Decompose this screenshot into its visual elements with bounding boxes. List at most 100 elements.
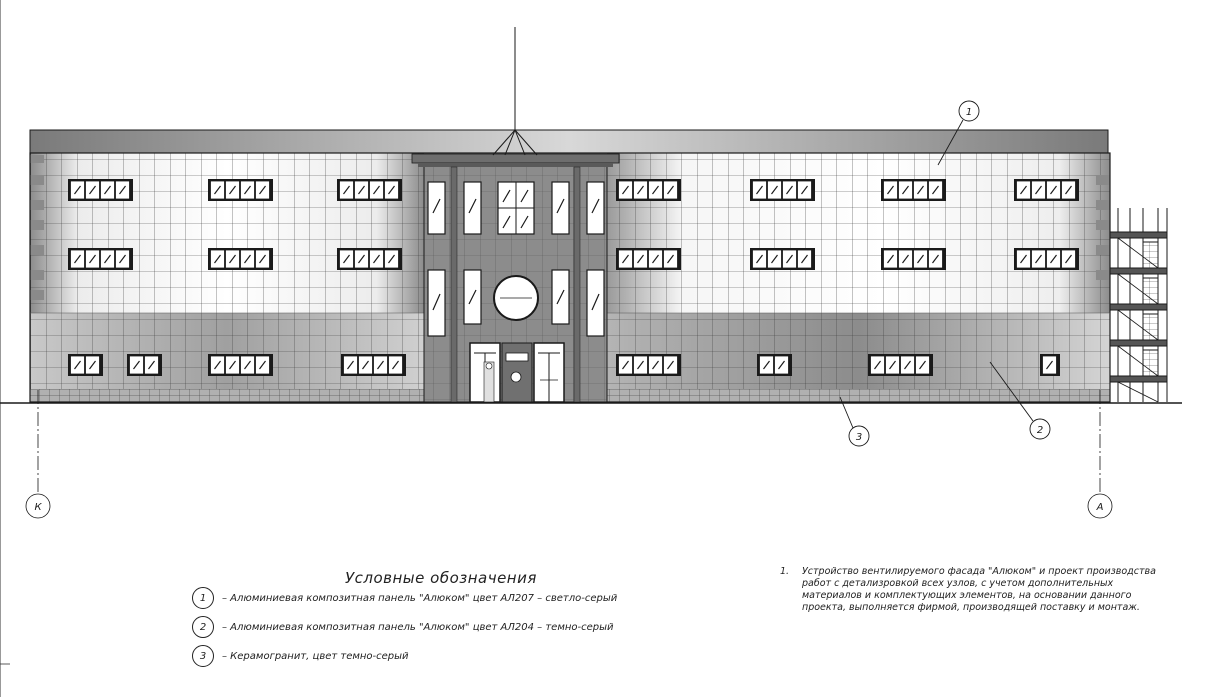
window-pane	[882, 249, 899, 269]
window-group	[68, 354, 103, 376]
window-pane	[897, 249, 914, 269]
legend-marker: 3	[192, 645, 214, 667]
window-pane	[751, 249, 768, 269]
window-pane	[1015, 180, 1032, 200]
legend-item: 2 – Алюминиевая композитная панель "Алюк…	[192, 615, 614, 639]
legend-title: Условные обозначения	[345, 569, 537, 587]
antenna	[492, 27, 538, 156]
window-pane	[796, 249, 813, 269]
window-pane	[897, 180, 914, 200]
window-pane	[69, 355, 86, 375]
window-pane	[368, 249, 385, 269]
window-group	[750, 248, 815, 270]
window-pane	[353, 180, 370, 200]
window-group	[341, 354, 406, 376]
window-pane	[239, 180, 256, 200]
axis-a	[1087, 390, 1113, 519]
window-group	[127, 354, 162, 376]
window-pane	[927, 249, 944, 269]
note-text: Устройство вентилируемого фасада "Алюком…	[802, 566, 1156, 613]
window-pane	[69, 180, 86, 200]
window-pane	[69, 249, 86, 269]
window-pane	[617, 249, 634, 269]
legend-text: – Керамогранит, цвет темно-серый	[222, 650, 409, 662]
window-pane	[357, 355, 374, 375]
window-pane	[387, 355, 404, 375]
window-pane	[647, 180, 664, 200]
window-pane	[914, 355, 931, 375]
window-group	[616, 248, 681, 270]
window-pane	[114, 249, 131, 269]
callout-3	[839, 396, 870, 447]
window-group	[337, 179, 402, 201]
window-pane	[899, 355, 916, 375]
axis-k	[25, 390, 51, 519]
callout-1-label: 1	[966, 107, 972, 118]
window-pane	[1045, 180, 1062, 200]
window-pane	[1060, 249, 1077, 269]
callout-1	[937, 100, 980, 166]
axis-k-label: К	[34, 502, 42, 513]
window-pane	[1045, 249, 1062, 269]
window-pane	[927, 180, 944, 200]
window-pane	[209, 355, 226, 375]
legend-item: 3 – Керамогранит, цвет темно-серый	[192, 644, 409, 668]
window-pane	[912, 249, 929, 269]
window-group	[1040, 354, 1060, 376]
window-group	[616, 354, 681, 376]
window-pane	[239, 355, 256, 375]
window-group	[881, 248, 946, 270]
legend-marker: 2	[192, 616, 214, 638]
window-pane	[1030, 180, 1047, 200]
window-pane	[1041, 355, 1058, 375]
window-pane	[99, 180, 116, 200]
window-group	[868, 354, 933, 376]
window-group	[1014, 179, 1079, 201]
window-pane	[383, 249, 400, 269]
window-pane	[368, 180, 385, 200]
window-pane	[353, 249, 370, 269]
window-pane	[128, 355, 145, 375]
left-edge-blocks	[30, 155, 44, 300]
window-pane	[338, 180, 355, 200]
window-pane	[869, 355, 886, 375]
legend-marker: 1	[192, 587, 214, 609]
callout-3-label: 3	[856, 432, 862, 443]
window-pane	[224, 355, 241, 375]
window-pane	[254, 249, 271, 269]
window-pane	[617, 180, 634, 200]
window-pane	[758, 355, 775, 375]
window-pane	[632, 355, 649, 375]
window-pane	[884, 355, 901, 375]
window-pane	[1060, 180, 1077, 200]
window-group	[68, 248, 133, 270]
window-pane	[209, 249, 226, 269]
window-pane	[766, 180, 783, 200]
window-group	[208, 179, 273, 201]
window-group	[750, 179, 815, 201]
window-pane	[84, 355, 101, 375]
axis-a-label: А	[1096, 502, 1104, 513]
window-group	[68, 179, 133, 201]
window-pane	[114, 180, 131, 200]
callout-2-label: 2	[1037, 425, 1043, 436]
window-pane	[632, 180, 649, 200]
window-pane	[342, 355, 359, 375]
window-group	[208, 248, 273, 270]
window-group	[881, 179, 946, 201]
window-pane	[662, 355, 679, 375]
window-pane	[99, 249, 116, 269]
window-pane	[882, 180, 899, 200]
window-pane	[84, 180, 101, 200]
general-note: 1. Устройство вентилируемого фасада "Алю…	[780, 566, 1200, 614]
window-pane	[1030, 249, 1047, 269]
window-pane	[617, 355, 634, 375]
window-pane	[781, 180, 798, 200]
window-pane	[224, 249, 241, 269]
legend-text: – Алюминиевая композитная панель "Алюком…	[222, 621, 614, 633]
window-pane	[796, 180, 813, 200]
window-pane	[383, 180, 400, 200]
window-pane	[773, 355, 790, 375]
legend-text: – Алюминиевая композитная панель "Алюком…	[222, 592, 618, 604]
